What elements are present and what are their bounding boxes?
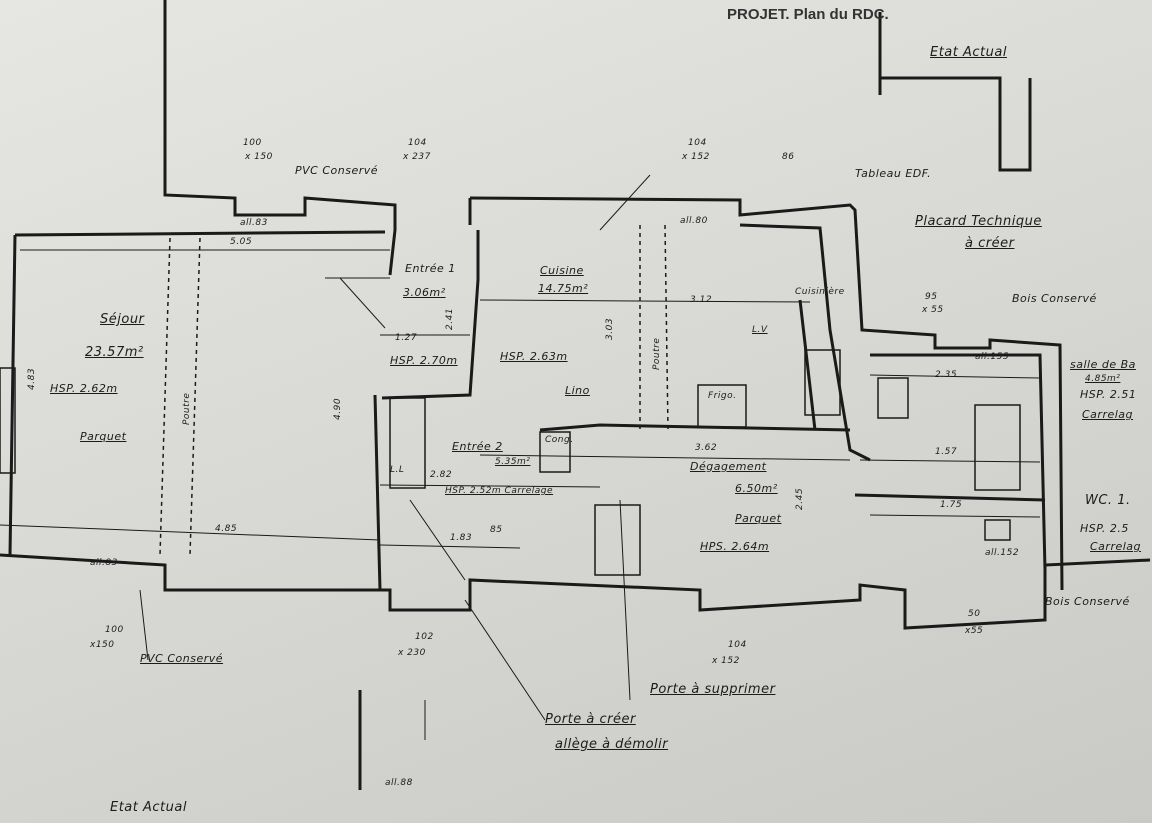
label-sejour-floor: Parquet <box>80 430 127 443</box>
label-entree1: Entrée 1 <box>405 262 456 275</box>
label-porte-supprimer: Porte à supprimer <box>650 682 776 697</box>
label-d157: 1.57 <box>935 447 958 457</box>
label-w4-w: 100 <box>105 625 124 635</box>
label-d175: 1.75 <box>940 500 963 510</box>
label-d86: 86 <box>782 152 795 162</box>
label-entree2-area: 5.35m² <box>495 457 531 467</box>
label-w2-h: x 237 <box>403 152 431 162</box>
label-wc-floor: Carrelag <box>1090 540 1142 553</box>
label-sdb: salle de Ba <box>1070 358 1136 371</box>
label-w6-h: x 152 <box>712 656 740 666</box>
label-w1-h: x 150 <box>245 152 273 162</box>
label-porte-creer: Porte à créer <box>545 712 636 727</box>
label-d490: 4.90 <box>333 397 343 420</box>
label-cong: Cong. <box>545 435 574 445</box>
label-w2-w: 104 <box>408 138 427 148</box>
label-bois-top: Bois Conservé <box>1012 292 1097 305</box>
label-poutre2: Poutre <box>652 337 662 370</box>
label-placard1: Placard Technique <box>915 214 1042 229</box>
label-entree2: Entrée 2 <box>452 440 503 453</box>
page-title: PROJET. Plan du RDC. <box>727 6 889 23</box>
label-sejour-area: 23.57m² <box>85 345 144 360</box>
label-degagement-hps: HPS. 2.64m <box>700 540 770 553</box>
label-cuisiniere: Cuisinière <box>795 287 845 297</box>
label-tableau-edf: Tableau EDF. <box>855 167 932 180</box>
label-cuisine: Cuisine <box>540 264 584 277</box>
label-w95h: x 55 <box>922 305 944 315</box>
label-all83-top: all.83 <box>240 218 268 228</box>
label-w4-h: x150 <box>90 640 115 650</box>
label-cuisine-floor: Lino <box>565 384 590 397</box>
label-d312: 3.12 <box>690 295 713 305</box>
label-d505: 5.05 <box>230 237 253 247</box>
label-etat-actual-bottom: Etat Actual <box>110 800 187 815</box>
label-frigo: Frigo. <box>708 391 737 401</box>
label-d483: 4.83 <box>27 367 37 390</box>
label-all88: all.88 <box>385 778 413 788</box>
label-w1-w: 100 <box>243 138 262 148</box>
label-bois-bottom: Bois Conservé <box>1045 595 1130 608</box>
label-degagement-floor: Parquet <box>735 512 782 525</box>
label-w5-w: 102 <box>415 632 434 642</box>
label-w3-w: 104 <box>688 138 707 148</box>
label-d245: 2.45 <box>795 487 805 510</box>
label-all155: all.155 <box>975 352 1010 362</box>
label-poutre1: Poutre <box>182 392 192 425</box>
label-sdb-floor: Carrelag <box>1082 408 1134 421</box>
label-sejour-hsp: HSP. 2.62m <box>50 382 118 395</box>
label-w5-h: x 230 <box>398 648 426 658</box>
label-entree2-hsp: HSP. 2.52m Carrelage <box>445 486 554 496</box>
label-allege: allège à démolir <box>555 737 669 752</box>
label-degagement: Dégagement <box>690 460 767 473</box>
label-all152: all.152 <box>985 548 1020 558</box>
label-sdb-hsp: HSP. 2.51 <box>1080 388 1137 401</box>
label-wc-hsp: HSP. 2.5 <box>1080 522 1129 535</box>
label-d303: 3.03 <box>605 317 615 340</box>
label-all83-bottom: all.83 <box>90 558 118 568</box>
label-pvc-bottom: PVC Conservé <box>140 652 224 665</box>
label-etat-actual-top: Etat Actual <box>930 45 1007 60</box>
label-entree1-hsp: HSP. 2.70m <box>390 354 458 367</box>
label-ll: L.L <box>390 465 405 475</box>
label-lv: L.V <box>752 325 768 335</box>
label-degagement-area: 6.50m² <box>735 482 778 495</box>
label-wc: WC. 1. <box>1085 493 1131 508</box>
label-entree1-area: 3.06m² <box>403 286 446 299</box>
label-pvc-top: PVC Conservé <box>295 164 379 177</box>
label-d235: 2.35 <box>935 370 958 380</box>
label-w7-h: x55 <box>965 626 984 636</box>
label-d485: 4.85 <box>215 524 238 534</box>
label-w7-w: 50 <box>968 609 981 619</box>
label-d183: 1.83 <box>450 533 473 543</box>
label-d241: 2.41 <box>445 307 455 330</box>
label-d282: 2.82 <box>430 470 453 480</box>
label-sdb-area: 4.85m² <box>1085 374 1121 384</box>
label-all80: all.80 <box>680 216 708 226</box>
label-cuisine-area: 14.75m² <box>538 282 589 295</box>
label-w95: 95 <box>925 292 938 302</box>
label-d85: 85 <box>490 525 503 535</box>
label-w3-h: x 152 <box>682 152 710 162</box>
label-cuisine-hsp: HSP. 2.63m <box>500 350 568 363</box>
label-placard2: à créer <box>965 236 1015 251</box>
label-w6-w: 104 <box>728 640 747 650</box>
label-sejour: Séjour <box>100 312 145 327</box>
label-d362: 3.62 <box>695 443 718 453</box>
label-d127: 1.27 <box>395 333 418 343</box>
